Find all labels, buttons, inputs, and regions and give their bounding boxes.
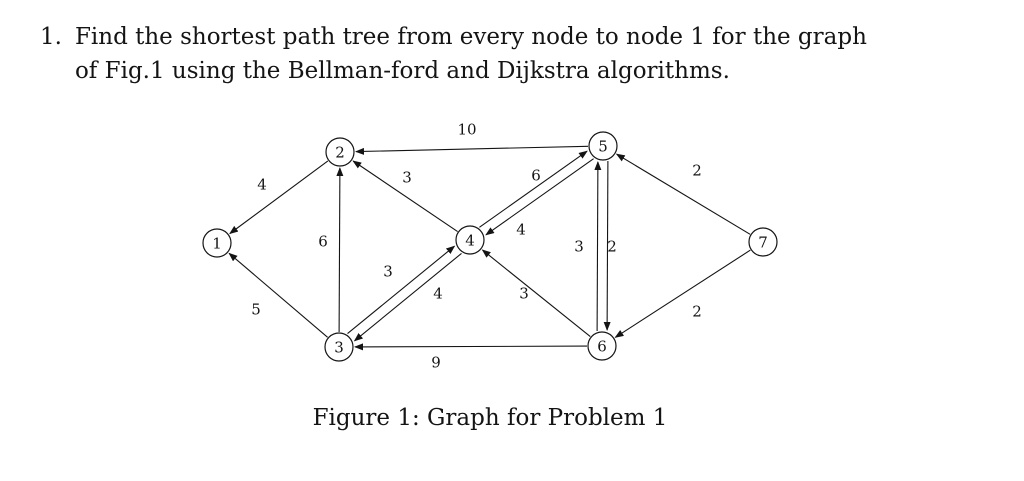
problem-text-line-1: Find the shortest path tree from every n… xyxy=(74,24,867,50)
graph-node-label: 5 xyxy=(598,137,608,155)
edge-weight-label: 4 xyxy=(516,220,526,238)
edge-weight-label: 9 xyxy=(431,353,441,371)
edge-weight-label: 2 xyxy=(692,161,702,179)
edge-weight-label: 10 xyxy=(457,120,476,138)
graph-edges-group: 10 4 5 6 3 3 4 6 4 3 3 2 9 2 2 xyxy=(228,120,751,371)
graph-edge xyxy=(485,158,594,236)
edge-weight-label: 3 xyxy=(383,262,393,280)
problem-number: 1. xyxy=(40,24,62,50)
graph-edge xyxy=(354,343,588,351)
graph-node xyxy=(202,228,232,258)
graph-edge xyxy=(479,150,588,228)
figure-caption: Figure 1: Graph for Problem 1 xyxy=(312,405,668,431)
graph-nodes-group: 1 2 3 4 5 6 7 xyxy=(202,131,778,362)
graph-edge xyxy=(347,245,456,335)
graph-node-label: 6 xyxy=(597,337,607,355)
problem-statement: 1. Find the shortest path tree from ever… xyxy=(40,20,867,88)
graph-edge xyxy=(228,252,328,338)
graph-node xyxy=(748,227,778,257)
graph-node-label: 2 xyxy=(335,143,345,161)
graph-node-label: 7 xyxy=(758,233,768,251)
graph-edge xyxy=(614,249,751,338)
graph-node-label: 1 xyxy=(212,234,222,252)
graph-node xyxy=(455,225,485,255)
edge-weight-label: 2 xyxy=(607,237,617,255)
edge-weight-label: 6 xyxy=(318,232,328,250)
edge-weight-label: 5 xyxy=(251,300,261,318)
graph-edge xyxy=(336,167,344,333)
edge-weight-label: 3 xyxy=(519,284,529,302)
graph-node xyxy=(587,331,617,361)
graph-edge xyxy=(353,252,462,342)
edge-weight-label: 4 xyxy=(433,284,443,302)
graph-node xyxy=(588,131,618,161)
problem-text: Find the shortest path tree from every n… xyxy=(75,20,867,88)
graph-edge xyxy=(615,153,751,235)
edge-weight-label: 3 xyxy=(402,168,412,186)
graph-edge xyxy=(355,145,589,155)
edge-weight-label: 4 xyxy=(257,175,267,193)
graph-edge xyxy=(594,161,602,332)
graph-edge xyxy=(603,160,611,331)
graph-node xyxy=(325,137,355,167)
graph-node-label: 3 xyxy=(334,338,344,356)
graph-node xyxy=(324,332,354,362)
graph-edge xyxy=(229,160,329,235)
edge-weight-label: 6 xyxy=(531,166,541,184)
edge-weight-label: 2 xyxy=(692,302,702,320)
graph-edge xyxy=(481,249,591,338)
problem-text-line-2: of Fig.1 using the Bellman-ford and Dijk… xyxy=(74,58,730,84)
graph-edge xyxy=(352,160,458,233)
graph-node-label: 4 xyxy=(465,231,475,249)
edge-weight-label: 3 xyxy=(574,237,584,255)
